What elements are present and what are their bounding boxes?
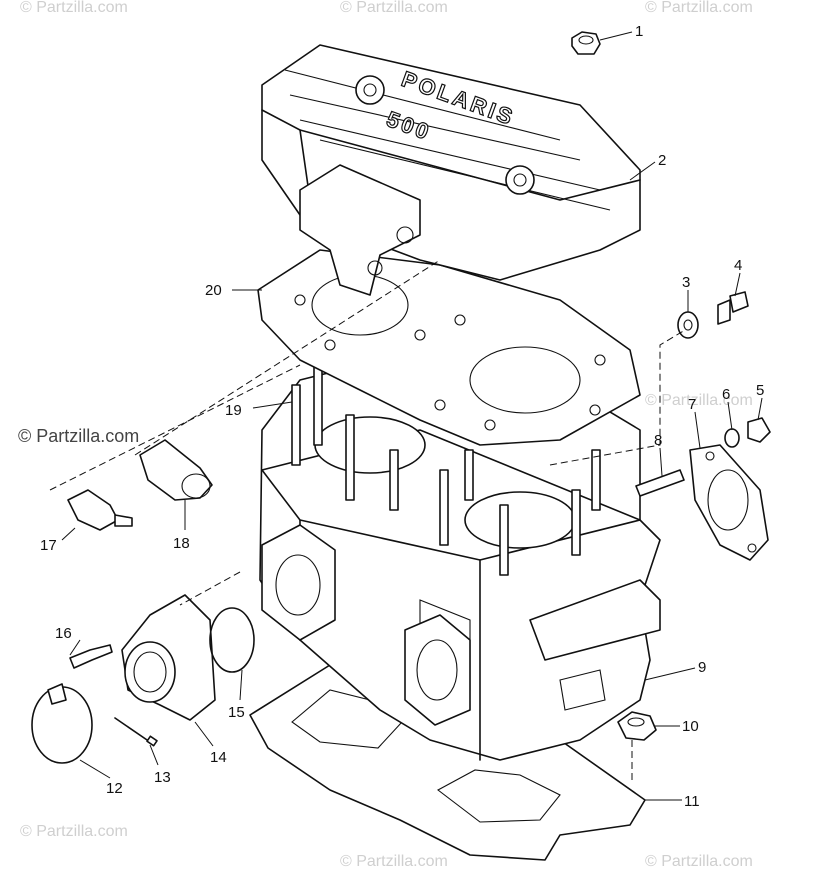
callout-5: 5 <box>756 382 764 399</box>
callout-leaders <box>61 31 763 801</box>
watermark-bottom-center: © Partzilla.com <box>340 853 448 870</box>
cover-stud <box>635 469 685 497</box>
callout-19: 19 <box>225 402 242 419</box>
callout-9: 9 <box>698 659 706 676</box>
manifold-bolt <box>69 644 113 669</box>
cylinder-studs <box>291 349 601 576</box>
callout-4: 4 <box>734 257 742 274</box>
callout-labels: 1 2 3 4 5 6 7 8 9 10 11 12 13 14 15 16 1… <box>40 23 764 810</box>
callout-11: 11 <box>684 793 700 810</box>
head-nut <box>571 31 601 55</box>
watermark-top-center: © Partzilla.com <box>340 0 448 16</box>
callout-16: 16 <box>55 625 72 642</box>
watermark-top-right: © Partzilla.com <box>645 0 753 16</box>
alignment-lines <box>49 259 686 780</box>
cover-nut <box>747 417 771 443</box>
watermark-mid-right: © Partzilla.com <box>645 392 753 409</box>
block-nut <box>617 711 657 741</box>
sensor-sleeve <box>139 439 213 501</box>
callout-17: 17 <box>40 537 57 554</box>
watermark-mid-left: © Partzilla.com <box>18 426 139 446</box>
hose-clamp <box>31 683 93 764</box>
callout-10: 10 <box>682 718 699 735</box>
watermark-bottom-right: © Partzilla.com <box>645 853 753 870</box>
o-ring <box>209 607 255 673</box>
callout-12: 12 <box>106 780 123 797</box>
callout-18: 18 <box>173 535 190 552</box>
temperature-sensor <box>67 489 133 531</box>
cover-plate <box>689 444 769 561</box>
watermark-top-left: © Partzilla.com <box>20 0 128 16</box>
callout-2: 2 <box>658 152 666 169</box>
clamp-screw <box>114 717 158 747</box>
cylinder-block <box>259 349 661 761</box>
callout-8: 8 <box>654 432 662 449</box>
callout-20: 20 <box>205 282 222 299</box>
watermark-bottom-left: © Partzilla.com <box>20 823 128 840</box>
cylinder-head: POLARIS 500 <box>261 44 641 296</box>
intake-manifold <box>121 594 216 721</box>
callout-6: 6 <box>722 386 730 403</box>
callout-15: 15 <box>228 704 245 721</box>
callout-1: 1 <box>635 23 643 40</box>
callout-3: 3 <box>682 274 690 291</box>
bolt-and-washer <box>677 291 749 339</box>
callout-7: 7 <box>688 396 696 413</box>
callout-14: 14 <box>210 749 227 766</box>
cover-washer <box>724 428 740 448</box>
callout-13: 13 <box>154 769 171 786</box>
